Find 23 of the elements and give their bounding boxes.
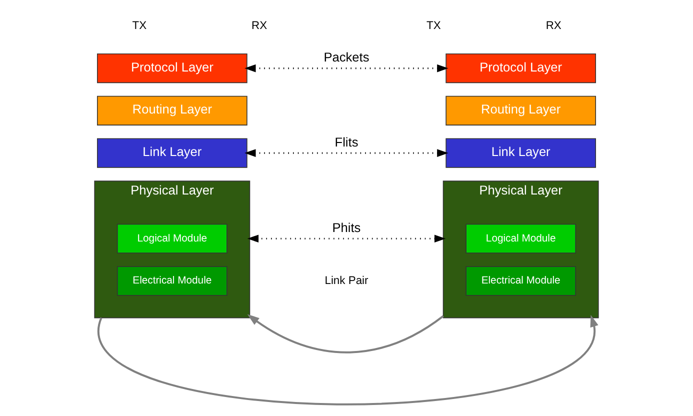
arrow [247,314,444,354]
node-box: Routing Layer [446,96,596,126]
node-box: Link Layer [97,138,248,168]
node-box: Protocol Layer [446,54,596,84]
node-box: Routing Layer [97,96,248,126]
arrow [244,64,448,72]
node-box: Electrical Module [117,266,228,296]
node-box: Logical Module [117,224,228,254]
label: TX [426,20,441,32]
node-box: Logical Module [466,224,576,254]
label: Link Pair [324,274,368,287]
label: RX [546,20,562,32]
node-box: Link Layer [446,138,596,168]
edge-label: Flits [334,134,358,150]
arrow [244,149,448,157]
node-box: Protocol Layer [97,54,248,84]
label: TX [132,20,147,32]
label: RX [252,20,268,32]
arrow [100,314,598,406]
edge-label: Phits [332,220,361,236]
edge-label: Packets [324,50,370,65]
arrow [247,234,446,243]
node-box: Electrical Module [466,266,576,296]
